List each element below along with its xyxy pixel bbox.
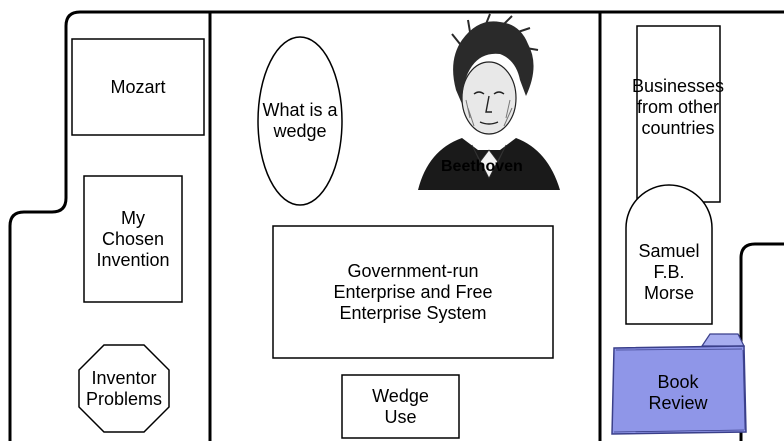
folder-sketch-lines	[613, 348, 746, 433]
samuel-fb-morse-text: Samuel F.B. Morse	[638, 240, 700, 303]
left-wall-outline	[8, 10, 784, 441]
book-review-text: Book Review	[648, 372, 708, 413]
book-review-folder[interactable]	[611, 333, 747, 435]
my-chosen-invention-text: My Chosen Invention	[96, 207, 170, 270]
government-run-enterprise-box[interactable]	[272, 225, 554, 359]
beethoven-text: Beethoven	[441, 158, 523, 175]
businesses-from-other-countries-box[interactable]	[636, 25, 721, 203]
what-is-a-wedge-label[interactable]: What is a wedge	[256, 80, 344, 162]
businesses-from-other-countries-text: Businesses from other countries	[631, 75, 725, 138]
samuel-fb-morse-arch[interactable]	[625, 184, 713, 325]
folder-tab	[700, 333, 745, 347]
right-wall-outline	[739, 242, 784, 441]
what-is-a-wedge-text: What is a wedge	[262, 100, 338, 141]
beethoven-collar	[471, 144, 507, 179]
my-chosen-invention-label[interactable]: My Chosen Invention	[84, 176, 182, 302]
mozart-text: Mozart	[110, 76, 166, 97]
beethoven-shading	[465, 99, 513, 127]
my-chosen-invention-box[interactable]	[83, 175, 183, 303]
samuel-fb-morse-label[interactable]: Samuel F.B. Morse	[626, 232, 712, 312]
wedge-use-label[interactable]: Wedge Use	[342, 375, 459, 438]
what-is-a-wedge-ellipse[interactable]	[257, 36, 343, 206]
beethoven-caption[interactable]: Beethoven	[441, 158, 551, 176]
inventor-problems-text: Inventor Problems	[85, 367, 163, 409]
beethoven-hair-strands	[451, 13, 539, 51]
wedge-use-text: Wedge Use	[372, 385, 429, 427]
beethoven-features	[473, 91, 505, 125]
book-review-label[interactable]: Book Review	[612, 362, 744, 424]
businesses-from-other-countries-label[interactable]: Businesses from other countries	[612, 62, 744, 152]
folder-body	[611, 345, 747, 435]
beethoven-hair	[453, 21, 534, 105]
inventor-problems-label[interactable]: Inventor Problems	[74, 345, 174, 432]
inventor-problems-octagon[interactable]	[78, 344, 170, 433]
government-run-enterprise-label[interactable]: Government-run Enterprise and Free Enter…	[273, 226, 553, 358]
wedge-use-box[interactable]	[341, 374, 460, 439]
government-run-enterprise-text: Government-run Enterprise and Free Enter…	[333, 260, 493, 323]
mozart-label[interactable]: Mozart	[72, 39, 204, 135]
mozart-box[interactable]	[71, 38, 205, 136]
beethoven-portrait-image[interactable]	[418, 13, 560, 190]
